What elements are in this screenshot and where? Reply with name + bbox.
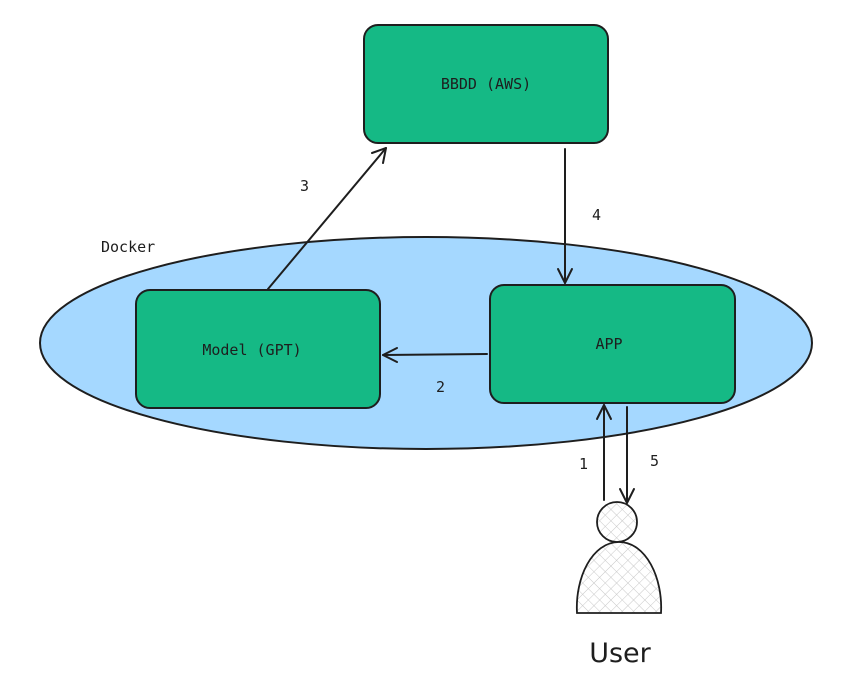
edge-4: 4	[557, 148, 601, 284]
edge-2: 2	[382, 347, 488, 396]
edge-2-label: 2	[436, 378, 445, 396]
edge-5-label: 5	[650, 452, 659, 470]
user-icon	[576, 501, 662, 614]
edge-5: 5	[619, 406, 659, 504]
model-node[interactable]: Model (GPT)	[135, 289, 381, 409]
edge-1-label: 1	[579, 455, 588, 473]
bbdd-node[interactable]: BBDD (AWS)	[363, 24, 609, 144]
bbdd-label: BBDD (AWS)	[441, 75, 531, 93]
edge-1: 1	[579, 404, 612, 501]
arrowhead-bbdd	[371, 147, 387, 164]
app-label: APP	[595, 335, 622, 353]
user-actor[interactable]: User	[576, 501, 662, 669]
edge-3-label: 3	[300, 177, 309, 195]
arrowhead-model	[382, 347, 398, 363]
user-label: User	[589, 638, 651, 669]
app-node[interactable]: APP	[489, 284, 736, 404]
docker-group-label: Docker	[101, 238, 155, 256]
arrowhead-app-top	[557, 268, 573, 284]
edge-3: 3	[267, 147, 387, 290]
arrow-app-to-model	[382, 353, 488, 356]
arrowhead-app-bottom	[596, 404, 612, 420]
edge-4-label: 4	[592, 206, 601, 224]
model-box	[135, 289, 381, 409]
user-icon-body	[576, 541, 662, 614]
model-label: Model (GPT)	[202, 341, 301, 359]
arrow-model-to-bbdd	[267, 147, 387, 290]
user-icon-head	[596, 501, 638, 543]
app-box	[489, 284, 736, 404]
bbdd-box	[363, 24, 609, 144]
arrowhead-user	[619, 488, 635, 504]
